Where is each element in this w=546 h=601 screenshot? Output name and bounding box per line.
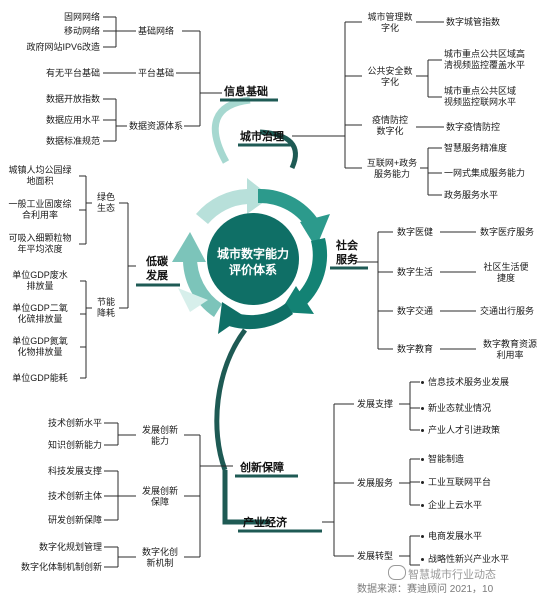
chuangxin-item: 科技发展支撑 [47, 466, 102, 476]
chengshi-item: 数字疫情防控 [446, 122, 501, 132]
chengshi-group-label: 互联网+政务服务能力 [366, 158, 418, 179]
chuangxin-item: 技术创新主体 [47, 491, 102, 501]
ditan-item: 单位GDP氮氧化物排放量 [12, 336, 68, 357]
watermark: 智慧城市行业动态 [408, 569, 496, 581]
ditan-item: 城镇人均公园绿地面积 [8, 165, 72, 186]
category-chanye: 产业经济 [243, 517, 287, 529]
chanye-group-label: 发展转型 [357, 551, 394, 561]
bullet-dot [421, 429, 424, 432]
ditan-group-label: 节能降耗 [96, 297, 115, 318]
xinxi-group-label: 平台基础 [138, 68, 175, 78]
chanye-item: 信息技术服务业发展 [428, 377, 510, 387]
chengshi-group-label: 城市管理数字化 [367, 12, 413, 33]
xinxi-item: 有无平台基础 [45, 68, 100, 78]
trunk-xinxi [211, 96, 251, 164]
xinxi-item: 数据开放指数 [45, 94, 100, 104]
xinxi-item: 数据应用水平 [45, 115, 100, 125]
shehui-group-label: 数字生活 [397, 267, 434, 277]
category-chuangxin: 创新保障 [240, 462, 284, 474]
xinxi-item: 固网网络 [63, 12, 100, 22]
shehui-group-label: 数字教育 [397, 344, 434, 354]
chanye-group-label: 发展服务 [357, 478, 394, 488]
chanye-item: 智能制造 [428, 454, 465, 464]
chuangxin-group-label: 发展创新能力 [141, 425, 178, 446]
ditan-item: 单位GDP能耗 [12, 373, 68, 383]
bullet-dot [421, 535, 424, 538]
chengshi-item: 一网式集成服务能力 [444, 168, 526, 178]
chengshi-item: 城市重点公共区域高清视频监控覆盖水平 [444, 49, 526, 70]
chengshi-group-label: 公共安全数字化 [367, 66, 413, 87]
trunk-chuangxin [214, 328, 248, 471]
xinxi-item: 政府网站IPV6改造 [26, 42, 100, 52]
chuangxin-item: 数字化规划管理 [38, 542, 102, 552]
wechat-icon [388, 565, 406, 580]
shehui-item: 交通出行服务 [480, 306, 535, 316]
chuangxin-group-label: 数字化创新机制 [141, 547, 178, 568]
source-note: 数据来源：赛迪顾问 2021，10 [357, 584, 494, 595]
category-shehui-line2: 服务 [336, 254, 358, 266]
bullet-dot [421, 481, 424, 484]
category-chengshi: 城市治理 [240, 131, 284, 143]
chengshi-item: 数字城管指数 [446, 17, 501, 27]
category-shehui-line1: 社会 [336, 240, 358, 252]
shehui-item: 数字医疗服务 [480, 227, 535, 237]
category-ditan-line2: 发展 [146, 270, 168, 282]
chengshi-group-label: 疫情防控数字化 [371, 115, 408, 136]
shehui-item: 数字教育资源利用率 [482, 339, 537, 360]
chanye-item: 企业上云水平 [428, 500, 483, 510]
chanye-item: 电商发展水平 [428, 531, 483, 541]
bullet-dot [421, 381, 424, 384]
bullet-dot [421, 458, 424, 461]
chuangxin-item: 知识创新能力 [47, 440, 102, 450]
chengshi-item: 城市重点公共区域视频监控联网水平 [444, 86, 517, 107]
bullet-dot [421, 504, 424, 507]
xinxi-item: 移动网络 [63, 26, 100, 36]
chuangxin-item: 数字化体制机制创新 [20, 562, 102, 572]
chengshi-item: 智慧服务精准度 [444, 143, 508, 153]
center-title-line2: 评价体系 [228, 263, 277, 277]
shehui-item: 社区生活便捷度 [483, 262, 529, 283]
chanye-item: 新业态就业情况 [428, 403, 492, 413]
chuangxin-item: 研发创新保障 [47, 515, 102, 525]
chanye-item: 战略性新兴产业水平 [428, 554, 510, 564]
shehui-group-label: 数字医健 [397, 227, 434, 237]
chuangxin-group-label: 发展创新保障 [141, 486, 178, 507]
bullet-dot [421, 558, 424, 561]
center-title-line1: 城市数字能力 [216, 247, 289, 261]
xinxi-item: 数据标准规范 [45, 136, 100, 146]
chanye-item: 产业人才引进政策 [428, 425, 501, 435]
bullet-dot [421, 407, 424, 410]
ditan-item: 单位GDP废水排放量 [12, 270, 68, 291]
ditan-item: 可吸入细颗粒物年平均浓度 [8, 233, 72, 254]
trunk-chanye [222, 470, 270, 525]
center-title: 城市数字能力 评价体系 [205, 246, 301, 278]
ditan-group-label: 绿色生态 [96, 192, 115, 213]
xinxi-group-label: 基础网络 [138, 26, 175, 36]
category-ditan-line1: 低碳 [146, 256, 168, 268]
chengshi-item: 政务服务水平 [444, 190, 499, 200]
chuangxin-item: 技术创新水平 [47, 418, 102, 428]
category-xinxi: 信息基础 [224, 86, 268, 98]
chanye-item: 工业互联网平台 [428, 477, 492, 487]
ditan-item: 一般工业固废综合利用率 [8, 199, 72, 220]
ditan-item: 单位GDP二氧化硫排放量 [12, 303, 68, 324]
cycle-ring [172, 178, 330, 334]
shehui-group-label: 数字交通 [397, 306, 434, 316]
trunk-chengshi [259, 129, 298, 170]
chanye-group-label: 发展支撑 [357, 399, 394, 409]
xinxi-group-label: 数据资源体系 [129, 121, 184, 131]
